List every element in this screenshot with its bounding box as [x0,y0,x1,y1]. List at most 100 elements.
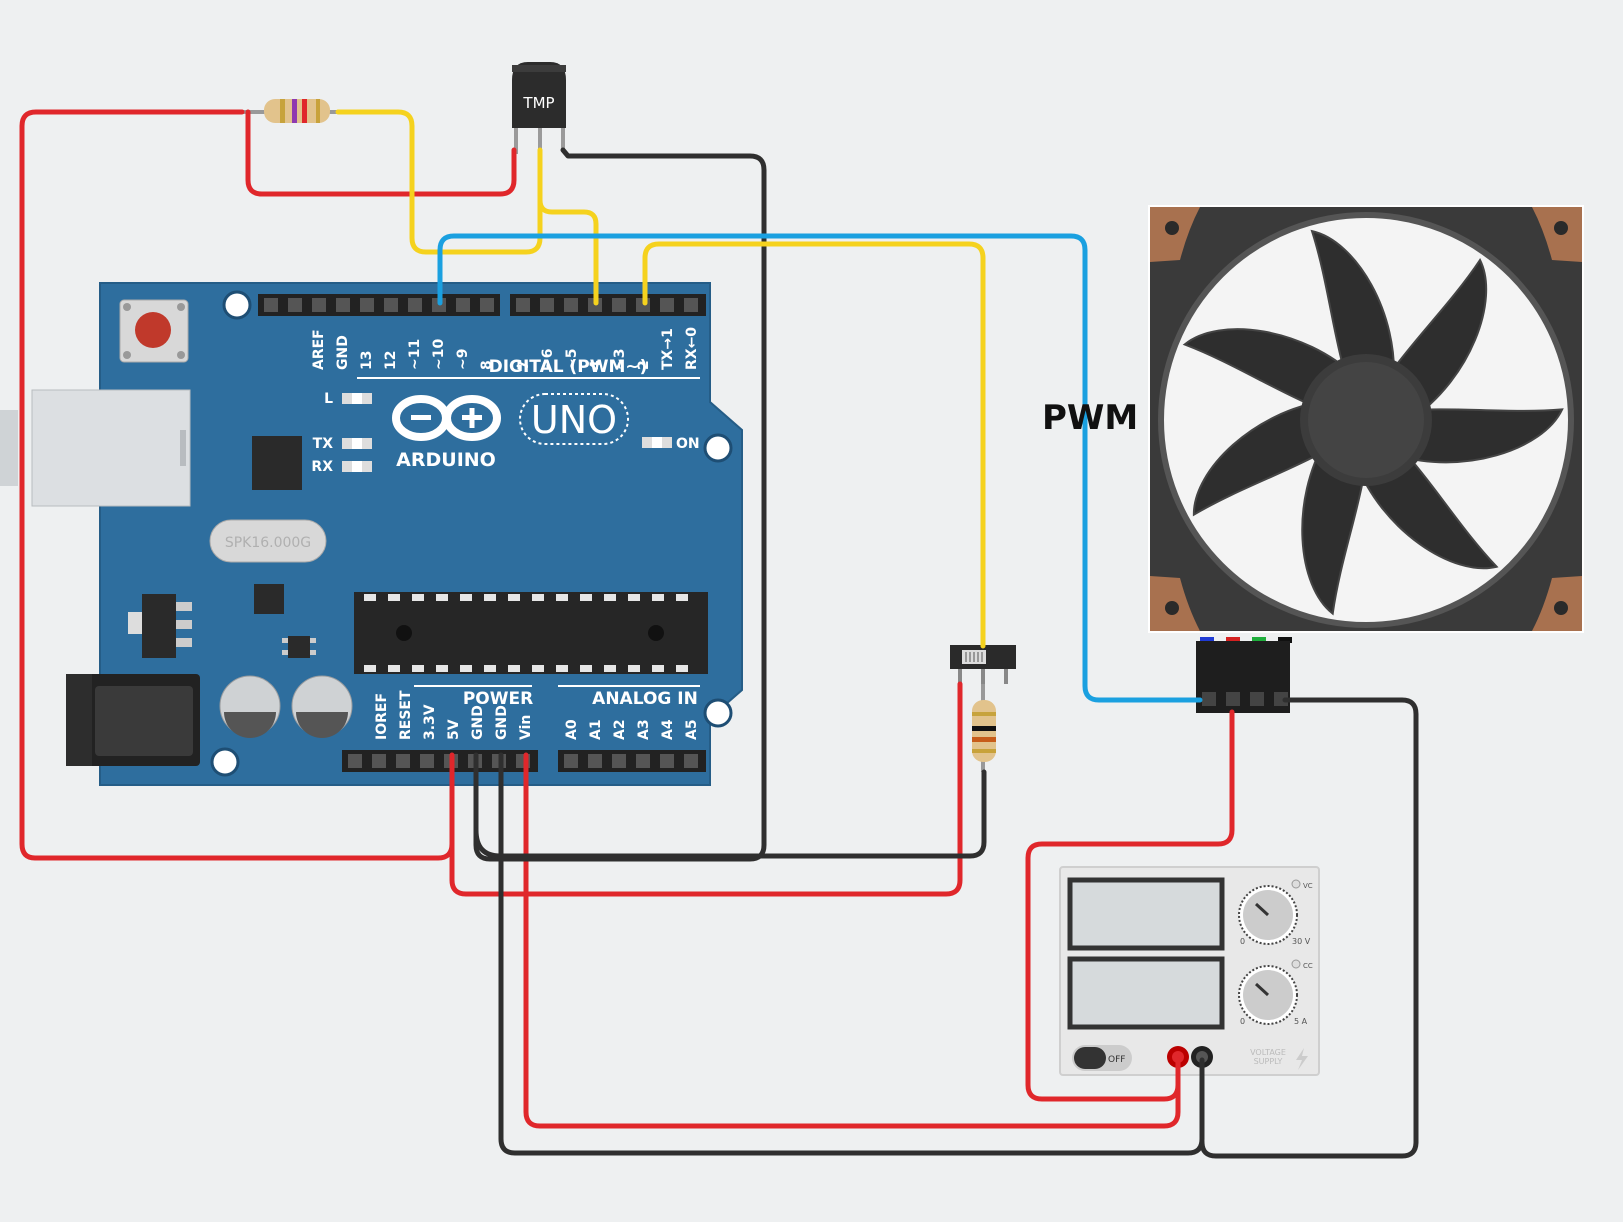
chip-pin [652,594,664,601]
header-socket[interactable] [660,298,674,312]
mounting-hole [703,698,733,728]
header-socket[interactable] [348,754,362,768]
smd-transistor [282,636,316,658]
led-l: L [324,391,372,407]
pin-label: RX←0 [684,327,700,370]
svg-text:RX: RX [311,459,333,475]
header-socket[interactable] [684,298,698,312]
wire-red-5v-to-switch[interactable] [449,681,963,897]
header-socket[interactable] [456,298,470,312]
pin-label: 7 [516,360,532,370]
power-toggle[interactable]: OFF [1072,1045,1132,1071]
header-socket[interactable] [408,298,422,312]
header-socket[interactable] [516,298,530,312]
header-socket[interactable] [564,298,578,312]
wire-red-fan-to-supply[interactable] [1025,709,1235,1102]
voltage-supply[interactable]: VC CC 0 30 V 0 5 A OFF VOLTAGE SUPPLY [1059,866,1320,1076]
pin-label: A1 [588,719,604,740]
current-knob[interactable] [1238,965,1298,1025]
header-socket[interactable] [564,754,578,768]
digital-header-left [258,294,500,316]
chip-pin [484,665,496,672]
svg-text:TX: TX [313,436,334,452]
voltage-knob[interactable] [1238,885,1298,945]
header-socket[interactable] [288,298,302,312]
usb-chip [252,436,302,490]
wire-red-vin-to-supply[interactable] [523,752,1181,1129]
chip-pin [436,665,448,672]
wire-black-fan-to-supply[interactable] [1199,697,1419,1159]
chip-pin [508,594,520,601]
pin-label: 5V [446,719,462,740]
wire-yellow-switch-to-pin2[interactable] [642,241,986,649]
chip-pin [364,594,376,601]
pwm-annotation: PWM [1042,398,1139,438]
svg-text:SUPPLY: SUPPLY [1254,1057,1283,1066]
pin-label: 3.3V [422,704,438,740]
chip-pin [364,665,376,672]
chip-pin [604,665,616,672]
pin-label: TX→1 [660,328,676,370]
wire-red-resistor-to-sensor[interactable] [245,109,517,197]
header-socket[interactable] [384,298,398,312]
pin-label: A4 [660,719,676,740]
wire-yellow-sensor-to-a0[interactable] [335,109,543,255]
header-socket[interactable] [684,754,698,768]
header-socket[interactable] [372,754,386,768]
svg-text:L: L [324,391,333,407]
wire-red-5v-to-resistor[interactable] [19,109,455,861]
svg-text:30 V: 30 V [1292,937,1311,946]
svg-text:0: 0 [1240,1017,1245,1026]
header-socket[interactable] [480,298,494,312]
pwm-fan[interactable] [1148,205,1584,633]
header-socket[interactable] [612,754,626,768]
svg-text:UNO: UNO [531,398,617,442]
header-socket[interactable] [660,754,674,768]
chip-pin [532,665,544,672]
wire-yellow-sensor-to-pin4[interactable] [537,147,599,306]
analog-section-title: ANALOG IN [592,689,698,709]
wire-blue-pin10-to-fan-pwm[interactable] [437,233,1203,703]
uno-badge: UNO [519,393,629,445]
reset-button[interactable] [119,299,189,363]
pin-label: AREF [311,329,327,370]
slide-switch[interactable] [950,645,1016,684]
header-socket[interactable] [636,754,650,768]
chip-pin [628,665,640,672]
resistor-switch-pulldown[interactable] [972,684,996,772]
chip-pin [412,665,424,672]
led-tx: TX [313,436,372,452]
arduino-uno-board[interactable]: SPK16.000G L TX RX ON [0,282,743,786]
pin-label: ~10 [431,339,447,370]
header-socket[interactable] [360,298,374,312]
svg-text:5 A: 5 A [1294,1017,1308,1026]
power-header [342,750,538,772]
chip-pin [532,594,544,601]
current-display [1067,956,1225,1030]
header-socket[interactable] [612,298,626,312]
digital-section-title: DIGITAL (PWM~) [489,357,648,377]
header-socket[interactable] [540,298,554,312]
chip-pin [460,665,472,672]
temperature-sensor[interactable]: TMP [512,62,566,154]
chip-pin [556,594,568,601]
header-socket[interactable] [336,298,350,312]
header-socket[interactable] [420,754,434,768]
svg-text:VOLTAGE: VOLTAGE [1250,1048,1286,1057]
chip-pin [436,594,448,601]
positive-terminal[interactable] [1167,1046,1189,1068]
wire-black-gnd-to-switch[interactable] [473,769,987,859]
negative-terminal[interactable] [1191,1046,1213,1068]
resistor-sensor-pullup[interactable] [240,99,340,123]
pin-label: Vin [518,715,534,740]
header-socket[interactable] [312,298,326,312]
pin-label: A0 [564,719,580,740]
chip-pin [484,594,496,601]
header-socket[interactable] [396,754,410,768]
digital-header-right [510,294,706,316]
header-socket[interactable] [264,298,278,312]
header-socket[interactable] [588,754,602,768]
led-on: ON [642,436,700,452]
